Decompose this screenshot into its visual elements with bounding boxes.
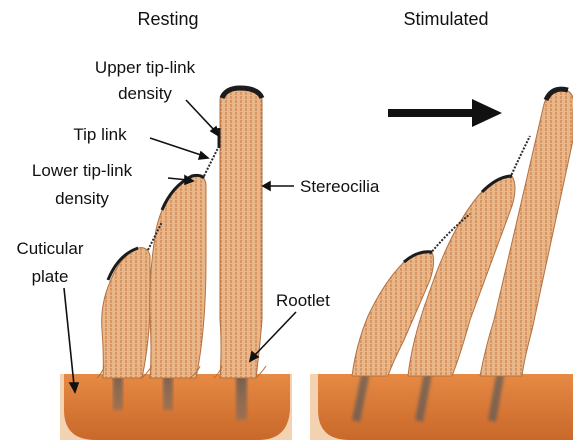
label-lower-tip-link-line1: Lower tip-link <box>32 161 133 180</box>
arrowhead-tip-link <box>199 152 208 159</box>
tip-link-stim-middle <box>510 136 530 178</box>
heading-stimulated: Stimulated <box>403 9 488 29</box>
leader-tip-link <box>150 138 204 156</box>
leader-upper-density <box>186 100 216 132</box>
stereocilium-short <box>102 248 150 378</box>
label-cuticular-line1: Cuticular <box>16 239 83 258</box>
label-cuticular-line2: plate <box>32 267 69 286</box>
arrow-right-icon <box>388 99 502 127</box>
label-upper-tip-link-line2: density <box>118 84 172 103</box>
heading-resting: Resting <box>137 9 198 29</box>
tip-link-middle <box>204 146 219 176</box>
stereocilium-middle <box>150 176 206 378</box>
label-rootlet: Rootlet <box>276 291 330 310</box>
label-upper-tip-link-line1: Upper tip-link <box>95 58 196 77</box>
arrowhead-stereocilia <box>263 182 270 190</box>
label-stereocilia: Stereocilia <box>300 177 380 196</box>
stimulated-panel <box>310 89 573 440</box>
leader-cuticular-plate <box>64 288 74 385</box>
stereocilium-tall <box>220 88 262 378</box>
label-tip-link: Tip link <box>73 125 127 144</box>
label-lower-tip-link-line2: density <box>55 189 109 208</box>
cuticular-plate-resting <box>64 374 290 440</box>
